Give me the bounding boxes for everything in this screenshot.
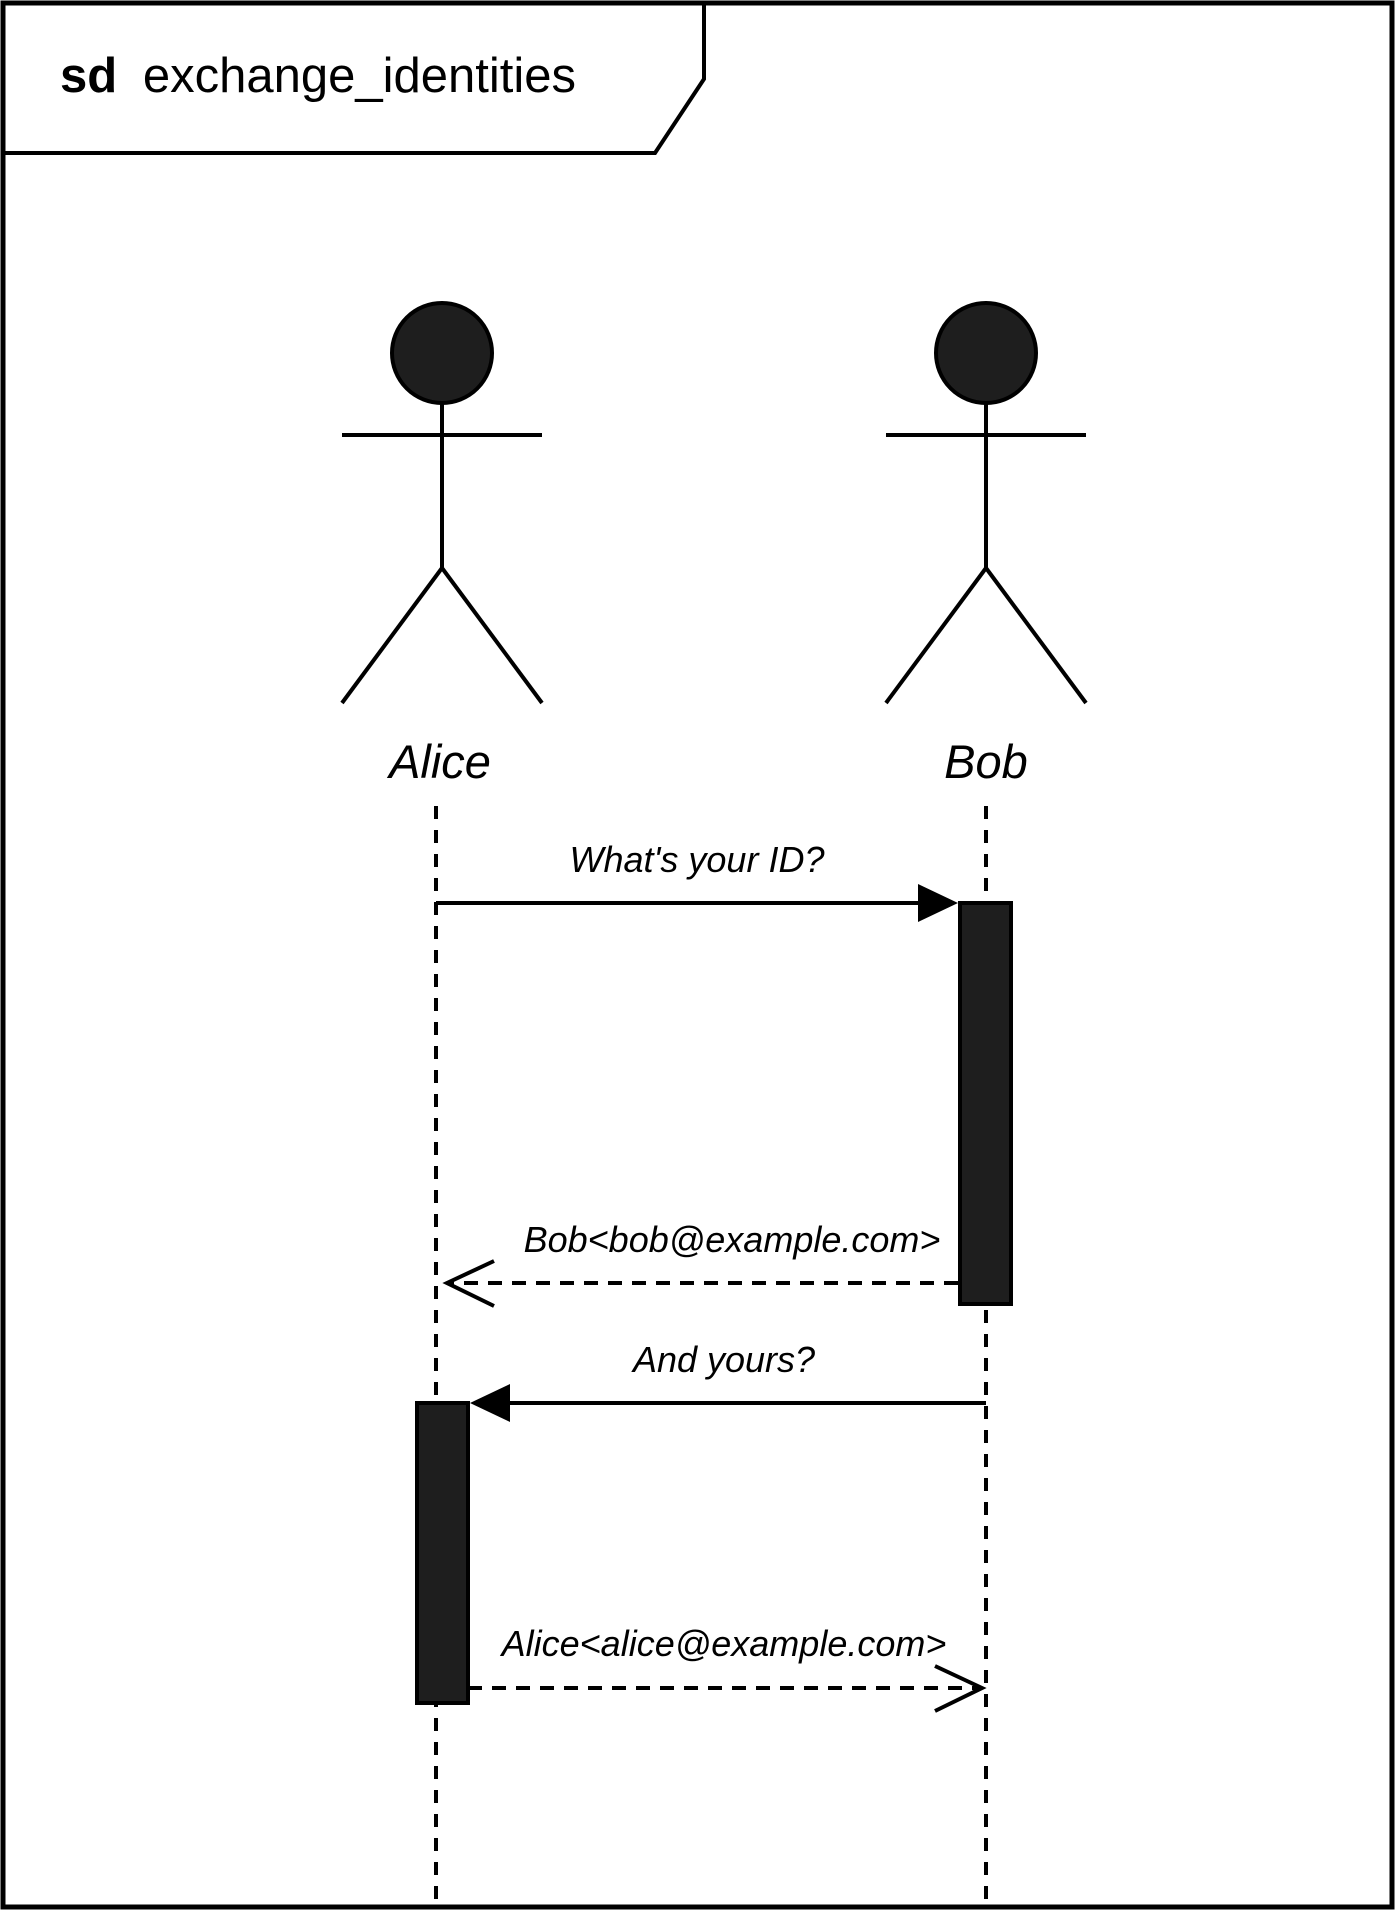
message-1: What's your ID? <box>436 839 958 922</box>
actor-alice: Alice <box>340 301 544 788</box>
message-3: And yours? <box>470 1339 986 1422</box>
open-arrowhead-icon <box>442 1259 495 1308</box>
stick-figure-icon <box>884 301 1088 705</box>
activation-alice <box>415 1401 470 1705</box>
message-4: Alice<alice@example.com> <box>468 1623 987 1713</box>
stick-figure-icon <box>340 301 544 705</box>
activation-bob <box>958 901 1013 1306</box>
frame-name-tab <box>3 3 706 155</box>
message-label: Alice<alice@example.com> <box>500 1623 947 1664</box>
filled-arrowhead-icon <box>470 1384 510 1422</box>
message-label: What's your ID? <box>570 839 825 880</box>
message-label: Bob<bob@example.com> <box>524 1219 941 1260</box>
message-2: Bob<bob@example.com> <box>442 1219 958 1308</box>
actor-bob: Bob <box>884 301 1088 788</box>
actor-name-alice: Alice <box>386 735 491 788</box>
filled-arrowhead-icon <box>918 884 958 922</box>
message-label: And yours? <box>631 1339 815 1380</box>
frame-keyword: sd <box>60 49 117 103</box>
frame-name: exchange_identities <box>143 49 576 103</box>
actor-name-bob: Bob <box>944 735 1028 788</box>
frame-title: sd exchange_identities <box>60 49 576 103</box>
open-arrowhead-icon <box>934 1664 987 1713</box>
